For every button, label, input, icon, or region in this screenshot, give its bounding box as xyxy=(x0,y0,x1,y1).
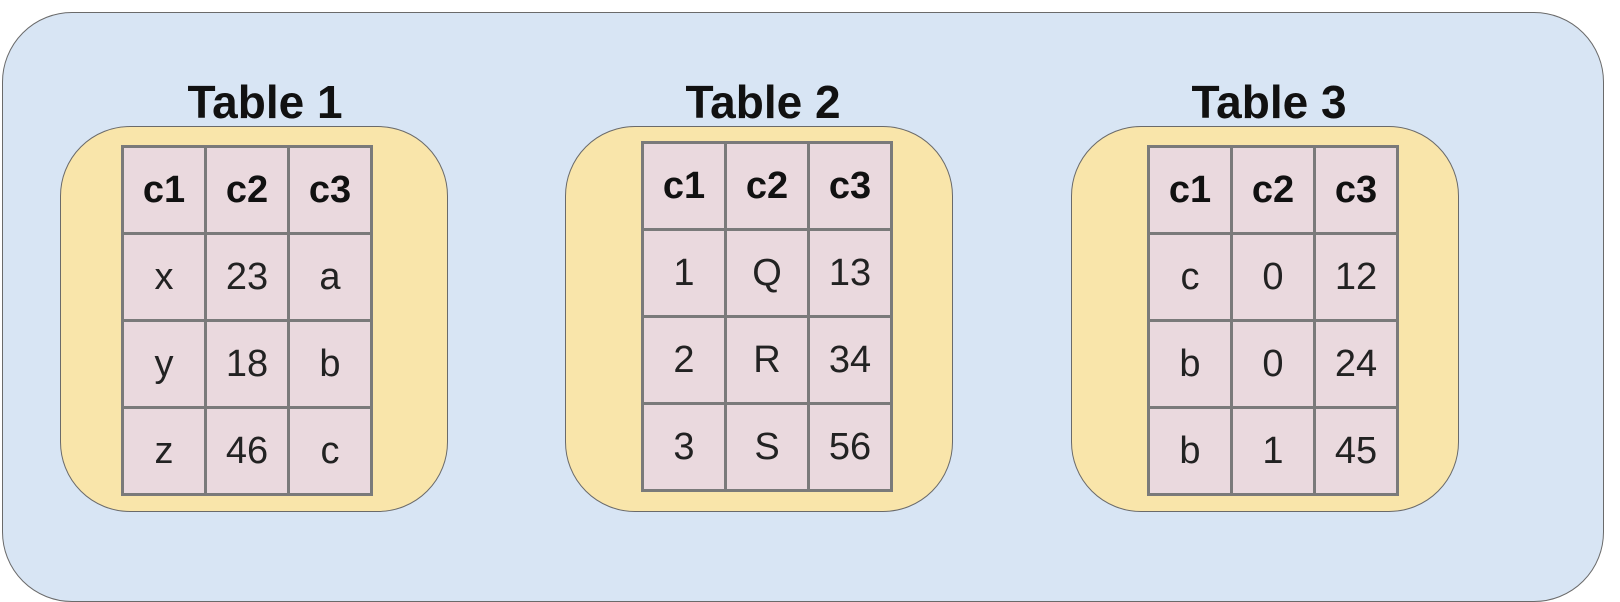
table-cell: 2 xyxy=(641,315,727,405)
table-title: Table 3 xyxy=(1191,76,1347,128)
table-header-row: c1 c2 c3 xyxy=(641,141,893,231)
table-cell: 24 xyxy=(1313,319,1399,409)
header-cell: c3 xyxy=(287,145,373,235)
table-cell: 23 xyxy=(204,232,290,322)
data-table: c1 c2 c3 c 0 12 b 0 24 b 1 45 xyxy=(1147,145,1399,496)
table-title: Table 2 xyxy=(685,76,841,128)
table-cell: x xyxy=(121,232,207,322)
header-cell: c3 xyxy=(1313,145,1399,235)
table-cell: Q xyxy=(724,228,810,318)
table-cell: 56 xyxy=(807,402,893,492)
header-cell: c2 xyxy=(1230,145,1316,235)
table-cell: 18 xyxy=(204,319,290,409)
table-cell: b xyxy=(287,319,373,409)
table-cell: b xyxy=(1147,319,1233,409)
table-row: 3 S 56 xyxy=(641,402,893,492)
table-row: 1 Q 13 xyxy=(641,228,893,318)
table-cell: R xyxy=(724,315,810,405)
header-cell: c2 xyxy=(204,145,290,235)
table-row: z 46 c xyxy=(121,406,373,496)
header-cell: c2 xyxy=(724,141,810,231)
table-cell: 3 xyxy=(641,402,727,492)
table-cell: 0 xyxy=(1230,319,1316,409)
table-row: c 0 12 xyxy=(1147,232,1399,322)
header-cell: c1 xyxy=(641,141,727,231)
table-cell: 12 xyxy=(1313,232,1399,322)
table-cell: 1 xyxy=(641,228,727,318)
table-cell: z xyxy=(121,406,207,496)
table-cell: y xyxy=(121,319,207,409)
table-cell: 34 xyxy=(807,315,893,405)
table-row: b 0 24 xyxy=(1147,319,1399,409)
table-header-row: c1 c2 c3 xyxy=(1147,145,1399,235)
header-cell: c1 xyxy=(1147,145,1233,235)
table-cell: c xyxy=(1147,232,1233,322)
table-cell: 46 xyxy=(204,406,290,496)
table-cell: S xyxy=(724,402,810,492)
table-cell: b xyxy=(1147,406,1233,496)
table-cell: a xyxy=(287,232,373,322)
table-cell: 45 xyxy=(1313,406,1399,496)
header-cell: c3 xyxy=(807,141,893,231)
table-row: y 18 b xyxy=(121,319,373,409)
data-table: c1 c2 c3 x 23 a y 18 b z 46 c xyxy=(121,145,373,496)
header-cell: c1 xyxy=(121,145,207,235)
table-cell: 0 xyxy=(1230,232,1316,322)
table-cell: c xyxy=(287,406,373,496)
table-header-row: c1 c2 c3 xyxy=(121,145,373,235)
table-cell: 13 xyxy=(807,228,893,318)
table-row: 2 R 34 xyxy=(641,315,893,405)
table-row: b 1 45 xyxy=(1147,406,1399,496)
table-cell: 1 xyxy=(1230,406,1316,496)
table-row: x 23 a xyxy=(121,232,373,322)
data-table: c1 c2 c3 1 Q 13 2 R 34 3 S 56 xyxy=(641,141,893,492)
table-title: Table 1 xyxy=(187,76,343,128)
